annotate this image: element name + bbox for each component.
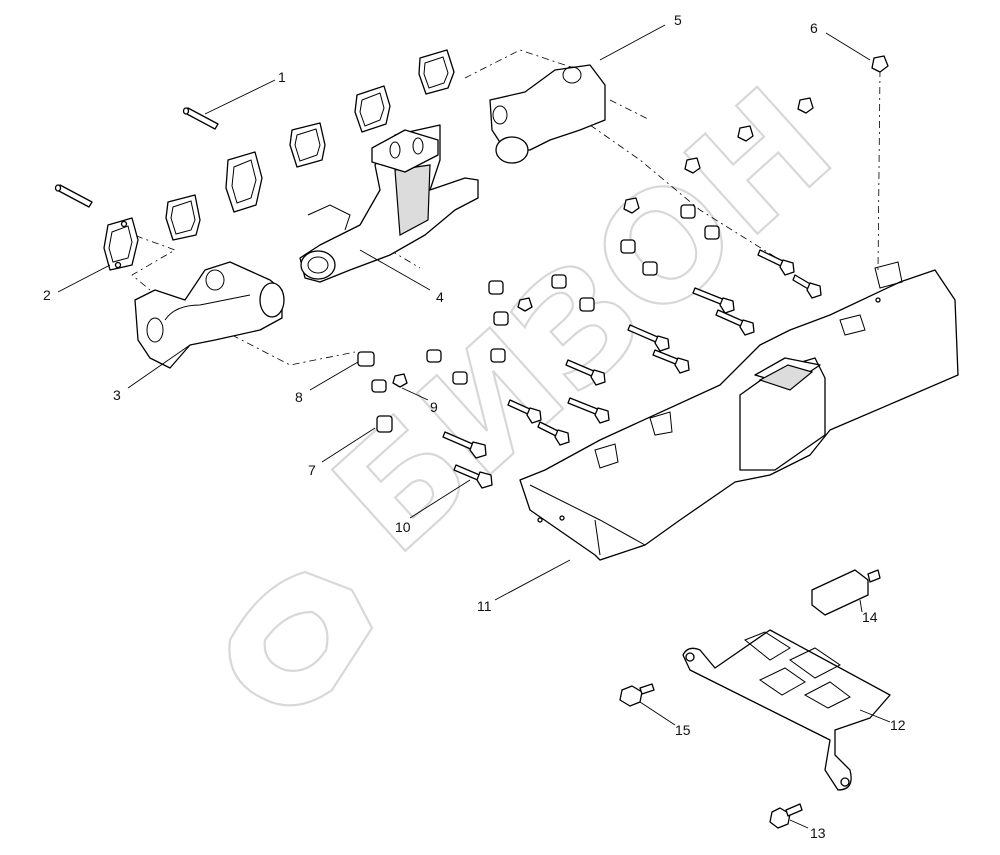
callout-5: 5 — [674, 12, 682, 28]
stud-lower — [54, 184, 93, 208]
callout-9: 9 — [430, 399, 438, 415]
gasket-4 — [289, 122, 326, 168]
gasket-3 — [225, 151, 263, 213]
gasket-1 — [103, 217, 139, 271]
callout-labels: 1 2 3 4 5 6 7 8 9 10 11 12 13 14 15 — [43, 12, 906, 841]
callout-12: 12 — [890, 717, 906, 733]
callout-10: 10 — [395, 519, 411, 535]
stud-upper — [182, 107, 219, 130]
gasket-5 — [354, 85, 391, 133]
callout-13: 13 — [810, 825, 826, 841]
gasket-6 — [418, 49, 455, 95]
spacer-post — [811, 569, 881, 616]
callout-4: 4 — [436, 289, 444, 305]
assembly-lines — [119, 49, 881, 366]
manifold-front-section — [134, 261, 285, 369]
mounting-bracket — [682, 629, 891, 791]
nuts-group — [623, 55, 889, 214]
heat-shield — [519, 261, 959, 561]
manifold-rear-section — [489, 64, 606, 164]
callout-11: 11 — [477, 598, 492, 614]
bolt-13 — [769, 803, 803, 829]
manifold-center-section — [299, 124, 479, 283]
callout-7: 7 — [308, 462, 316, 478]
bolts-group — [442, 249, 822, 489]
callout-2: 2 — [43, 287, 51, 303]
bolt-15 — [619, 683, 655, 707]
callout-14: 14 — [862, 609, 878, 625]
callout-6: 6 — [810, 20, 818, 36]
washers-group — [392, 297, 533, 388]
leader-lines — [57, 24, 891, 829]
callout-15: 15 — [675, 722, 691, 738]
callout-8: 8 — [295, 389, 303, 405]
gasket-2 — [165, 194, 201, 241]
spacers-group — [357, 204, 720, 433]
callout-1: 1 — [278, 69, 286, 85]
callout-3: 3 — [113, 387, 121, 403]
